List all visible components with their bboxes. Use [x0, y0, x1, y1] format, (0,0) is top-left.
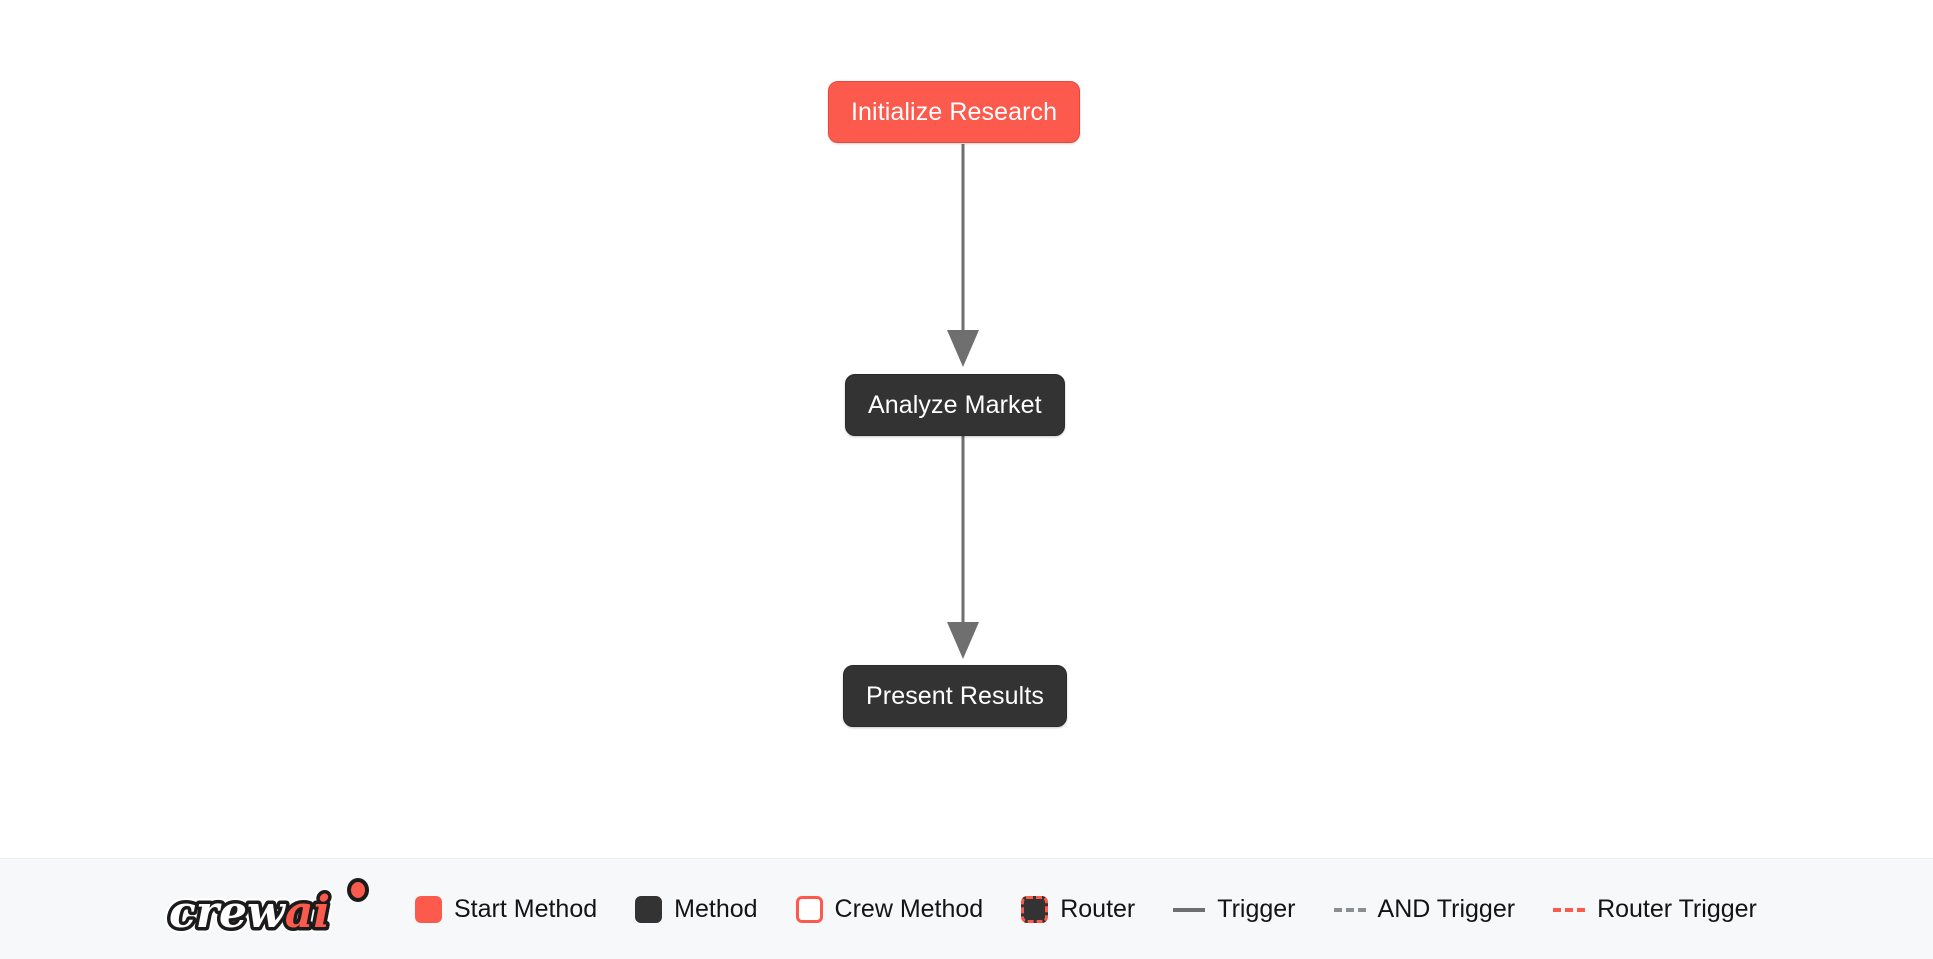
legend-item-label: Crew Method — [834, 894, 984, 923]
logo-text-crew: crew — [169, 887, 287, 938]
legend-item-method: Method — [635, 894, 758, 923]
legend-item-trigger: Trigger — [1173, 894, 1296, 923]
crewai-logo: crewai crewai crew crewai — [164, 878, 369, 941]
logo-outline-halo: crewai — [169, 887, 330, 938]
legend-item-label: AND Trigger — [1377, 894, 1516, 923]
logo-dot-icon — [347, 878, 369, 902]
legend-item-label: Router — [1060, 894, 1136, 923]
trigger-line-icon — [1173, 907, 1206, 912]
legend-items: Start Method Method Crew Method Router T… — [415, 894, 1757, 923]
and-trigger-line-icon — [1333, 907, 1366, 912]
router-swatch-icon — [1021, 895, 1049, 923]
legend-item-label: Router Trigger — [1597, 894, 1757, 923]
legend-item-label: Trigger — [1217, 894, 1296, 923]
flow-node-initialize-research[interactable]: Initialize Research — [828, 81, 1081, 143]
flow-canvas[interactable]: Initialize Research Analyze Market Prese… — [0, 0, 1933, 858]
flow-node-label: Analyze Market — [868, 390, 1042, 419]
legend-item-label: Method — [674, 894, 758, 923]
flow-node-analyze-market[interactable]: Analyze Market — [845, 374, 1065, 436]
edge-analyze-market-to-present-results — [947, 436, 979, 659]
legend-item-router: Router — [1021, 894, 1136, 923]
flow-node-label: Initialize Research — [851, 97, 1058, 126]
logo-outline-dark: crewai — [169, 887, 330, 938]
start-method-swatch-icon — [415, 895, 442, 923]
legend-item-start-method: Start Method — [415, 894, 598, 923]
legend-bar: crewai crewai crew crewai Start Method M… — [0, 858, 1933, 959]
legend-item-router-trigger: Router Trigger — [1553, 894, 1757, 923]
legend-item-crew-method: Crew Method — [795, 894, 984, 923]
logo-text-ai: crewai — [169, 887, 330, 938]
method-swatch-icon — [635, 895, 663, 923]
legend-item-label: Start Method — [454, 894, 598, 923]
router-trigger-line-icon — [1553, 907, 1586, 912]
crew-method-swatch-icon — [795, 895, 823, 923]
flow-node-label: Present Results — [866, 681, 1044, 710]
edge-initialize-research-to-analyze-market — [947, 144, 979, 367]
legend-item-and-trigger: AND Trigger — [1333, 894, 1516, 923]
flow-edges-layer — [947, 144, 979, 659]
flow-node-present-results[interactable]: Present Results — [843, 665, 1067, 727]
